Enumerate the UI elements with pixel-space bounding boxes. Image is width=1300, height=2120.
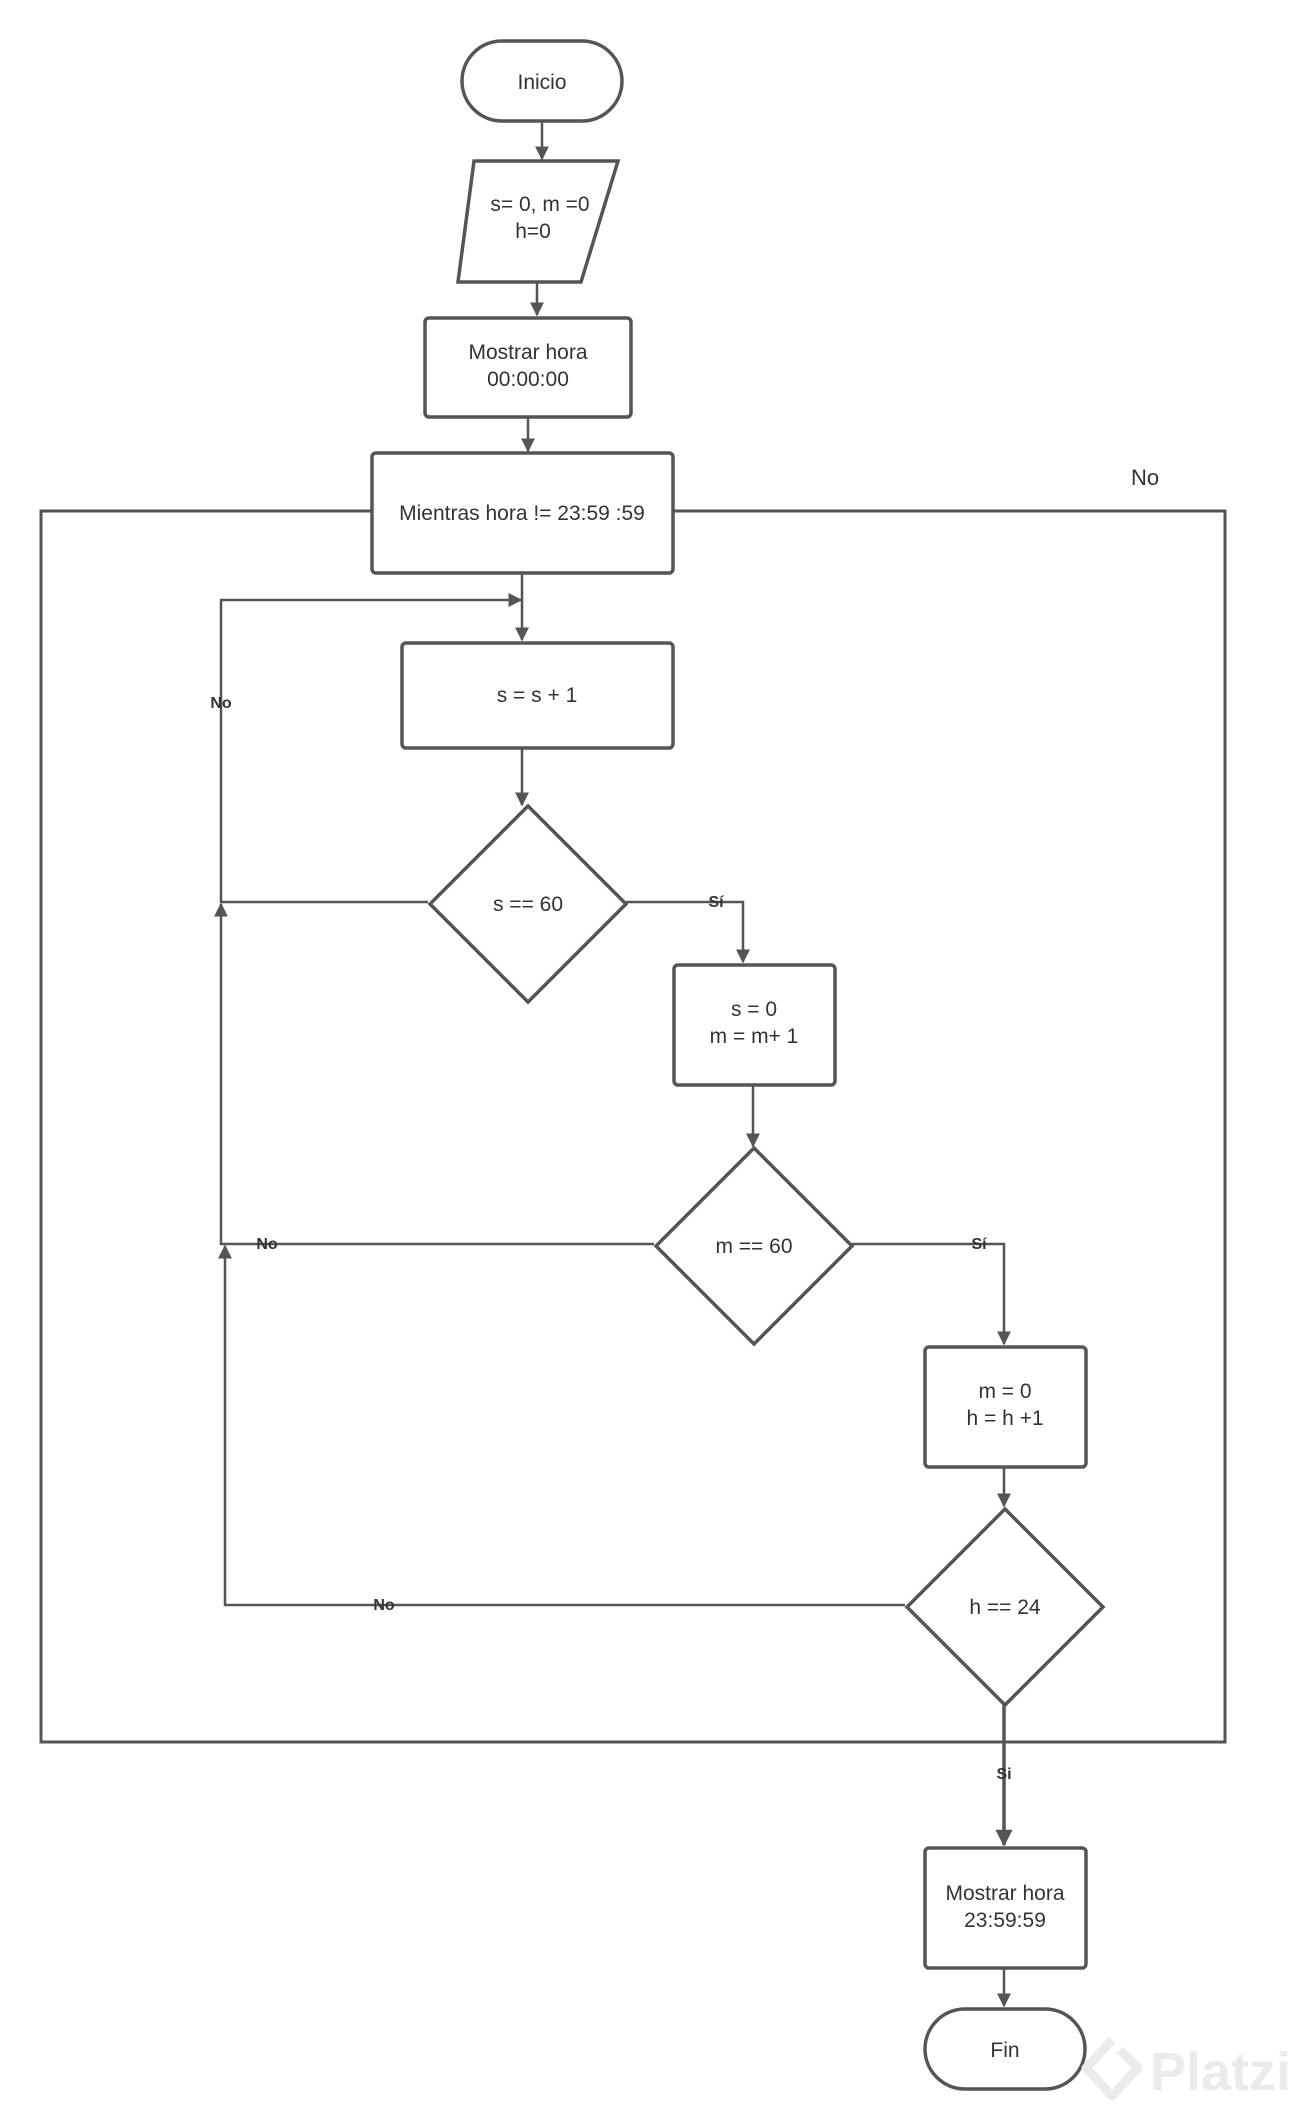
svg-text:h = h +1: h = h +1	[966, 1407, 1043, 1430]
edge-dec-m-no	[214, 902, 654, 1246]
svg-text:m == 60: m == 60	[715, 1235, 792, 1258]
svg-text:s = 0: s = 0	[731, 998, 777, 1021]
dec-m-no-label: No	[256, 1236, 278, 1253]
svg-text:Mostrar hora: Mostrar hora	[468, 341, 587, 364]
svg-text:m = 0: m = 0	[978, 1380, 1031, 1403]
dec-h-no-label: No	[373, 1597, 395, 1614]
node-input: s= 0, m =0 h=0	[456, 159, 621, 284]
svg-text:h=0: h=0	[515, 220, 551, 243]
svg-text:s = s + 1: s = s + 1	[497, 684, 578, 707]
svg-text:Mostrar hora: Mostrar hora	[945, 1882, 1064, 1905]
dec-h-yes-label: Si	[996, 1766, 1011, 1783]
svg-text:m = m+ 1: m = m+ 1	[710, 1025, 799, 1048]
node-inicio: Inicio	[460, 39, 624, 123]
svg-text:23:59:59: 23:59:59	[964, 1909, 1046, 1932]
svg-text:00:00:00: 00:00:00	[487, 368, 569, 391]
edge-dec-s-no	[219, 593, 523, 904]
svg-text:Platzi: Platzi	[1150, 2042, 1291, 2102]
dec-s-no-label: No	[210, 695, 232, 712]
loop-frame	[39, 509, 1227, 1744]
svg-text:h == 24: h == 24	[969, 1596, 1041, 1619]
svg-text:Mientras hora != 23:59 :59: Mientras hora != 23:59 :59	[399, 502, 645, 525]
edge-dec-h-no	[218, 1244, 905, 1607]
svg-text:s= 0, m =0: s= 0, m =0	[490, 193, 589, 216]
svg-text:s == 60: s == 60	[493, 893, 563, 916]
node-show-end: Mostrar hora 23:59:59	[923, 1846, 1088, 1970]
platzi-logo-icon	[1081, 2036, 1143, 2101]
node-reset-m: m = 0 h = h +1	[923, 1345, 1088, 1469]
node-dec-h: h == 24	[904, 1506, 1106, 1708]
node-reset-s: s = 0 m = m+ 1	[672, 963, 837, 1087]
node-show-start: Mostrar hora 00:00:00	[423, 316, 633, 419]
node-loop: Mientras hora != 23:59 :59	[370, 451, 675, 575]
node-dec-s: s == 60	[427, 803, 629, 1005]
svg-text:Fin: Fin	[990, 2039, 1019, 2062]
node-inc-s: s = s + 1	[400, 641, 675, 750]
node-dec-m: m == 60	[653, 1145, 855, 1347]
platzi-watermark: Platzi	[1081, 2036, 1291, 2102]
loop-no-label: No	[1131, 465, 1159, 490]
dec-s-yes-label: Sí	[708, 894, 724, 911]
node-fin: Fin	[923, 2007, 1087, 2091]
dec-m-yes-label: Sí	[971, 1236, 987, 1253]
svg-text:Inicio: Inicio	[517, 71, 566, 94]
edge-dec-m-yes	[852, 1242, 1011, 1346]
edge-dec-s-yes	[626, 900, 750, 964]
